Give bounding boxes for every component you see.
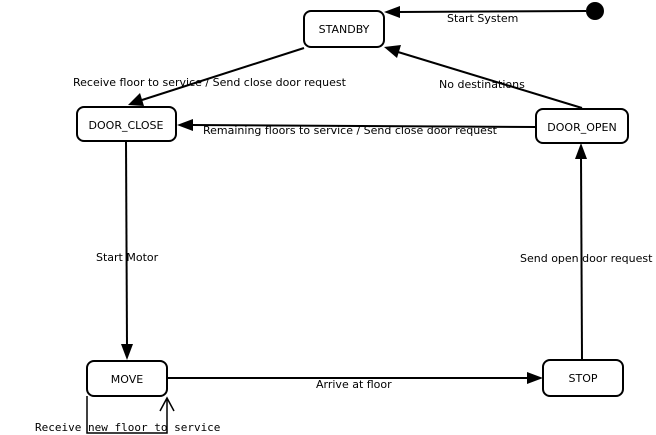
label-receive-floor: Receive floor to service / Send close do… [73, 76, 347, 89]
arrowhead-receive-floor [128, 93, 144, 106]
label-start-system: Start System [447, 12, 518, 25]
state-door-close: DOOR_CLOSE [76, 106, 177, 142]
state-door-open-label: DOOR_OPEN [547, 121, 616, 134]
arrowhead-start-motor [121, 344, 133, 360]
state-stop: STOP [542, 359, 624, 397]
arrowhead-remaining-floors [177, 119, 193, 131]
state-move-label: MOVE [111, 373, 143, 386]
arrowhead-receive-new-floor [159, 396, 175, 412]
edge-start-motor [125, 140, 128, 347]
state-standby: STANDBY [303, 10, 385, 48]
edge-no-destinations [397, 51, 583, 109]
arrowhead-no-destinations [384, 45, 401, 58]
edge-start-system [397, 10, 587, 13]
state-move: MOVE [86, 360, 168, 397]
label-start-motor: Start Motor [96, 251, 159, 264]
label-send-open-door: Send open door request [520, 252, 653, 265]
arrowhead-arrive-at-floor [527, 372, 543, 384]
label-no-destinations: No destinations [439, 78, 525, 91]
label-arrive-at-floor: Arrive at floor [316, 378, 392, 391]
edge-remaining-floors [191, 124, 537, 128]
state-door-close-label: DOOR_CLOSE [89, 119, 164, 132]
label-remaining-floors: Remaining floors to service / Send close… [203, 124, 498, 137]
state-door-open: DOOR_OPEN [535, 108, 629, 144]
initial-state-node [586, 2, 604, 20]
state-standby-label: STANDBY [319, 23, 370, 36]
arrowhead-send-open-door [575, 143, 587, 159]
state-stop-label: STOP [569, 372, 598, 385]
arrowhead-start-system [384, 6, 400, 18]
edge-send-open-door [580, 156, 583, 361]
edge-receive-floor [141, 47, 305, 101]
edge-receive-new-floor [86, 396, 168, 434]
label-receive-new-floor: Receive new floor to service [35, 421, 220, 434]
